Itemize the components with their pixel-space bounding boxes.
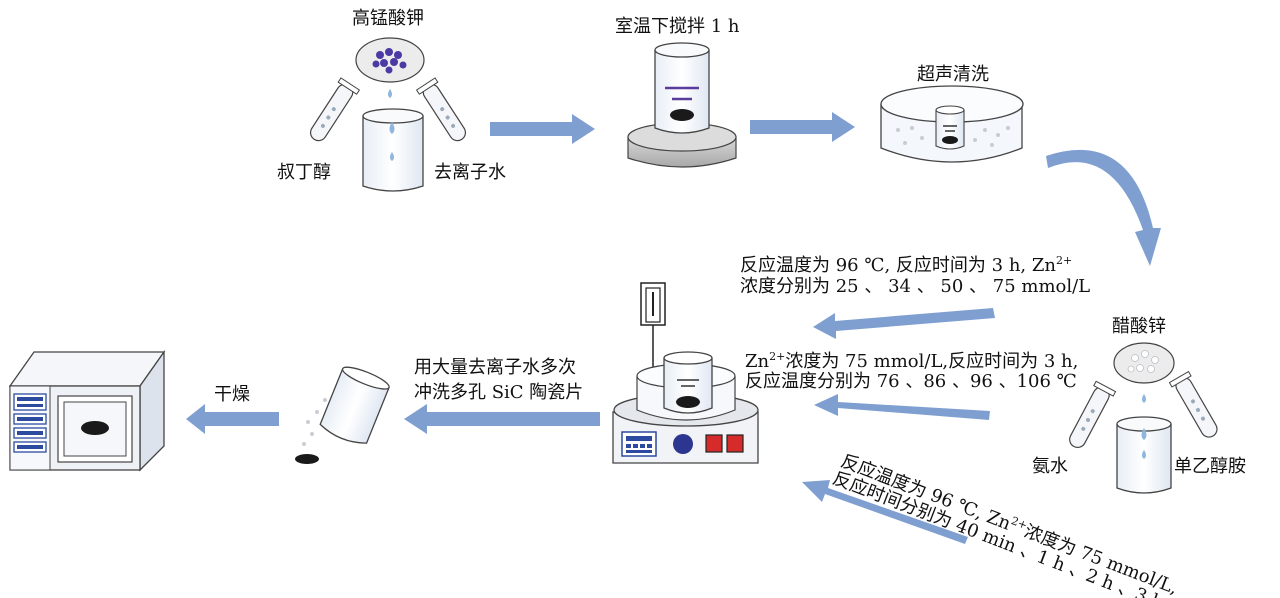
arrow-to-ultrasonic xyxy=(750,112,855,142)
thermometer xyxy=(640,282,666,408)
condition-b-line2: 反应温度分别为 76 、86 、96 、106 ℃ xyxy=(745,371,1077,392)
zn-beaker xyxy=(1116,416,1172,494)
label-ammonia: 氨水 xyxy=(1032,456,1068,477)
label-dry: 干燥 xyxy=(214,384,250,405)
stir-bar xyxy=(670,109,694,121)
condition-a-line1: 反应温度为 96 ℃, 反应时间为 3 h, Zn2+ xyxy=(740,248,1072,278)
arrow-to-washing xyxy=(404,404,600,434)
mixing-beaker xyxy=(362,108,424,192)
arrow-condition-c xyxy=(802,480,968,544)
reactor-knob xyxy=(673,434,693,454)
arrow-condition-b xyxy=(814,394,990,420)
zn-acetate-dish xyxy=(1113,342,1175,384)
mixing-setup xyxy=(309,37,467,192)
zn-acetate-setup xyxy=(1069,342,1218,494)
label-wash-1: 用大量去离子水多次 xyxy=(414,357,576,378)
drying-oven xyxy=(8,349,166,472)
water-test-tube xyxy=(415,77,467,142)
arrow-to-oven xyxy=(186,404,279,434)
label-wash-2: 冲洗多孔 SiC 陶瓷片 xyxy=(414,382,584,403)
label-mea: 单乙醇胺 xyxy=(1174,456,1246,477)
ammonia-test-tube xyxy=(1069,380,1117,449)
ultrasonic-bath xyxy=(880,85,1024,163)
mea-test-tube xyxy=(1168,370,1218,438)
arrow-condition-a xyxy=(813,308,995,339)
curved-arrow-to-zn-solution xyxy=(1046,149,1161,266)
kmno4-particles xyxy=(372,48,407,74)
label-tba: 叔丁醇 xyxy=(277,162,331,183)
reactor-button-1 xyxy=(705,434,723,453)
label-kmno4: 高锰酸钾 xyxy=(352,8,424,29)
condition-a-sup: 2+ xyxy=(1055,254,1073,267)
tba-test-tube xyxy=(309,77,361,142)
reactor-setup xyxy=(612,282,759,464)
label-zn-acetate: 醋酸锌 xyxy=(1112,316,1166,337)
condition-a-text1: 反应温度为 96 ℃, 反应时间为 3 h, Zn xyxy=(740,255,1056,276)
reactor-button-2 xyxy=(726,434,744,453)
label-ultrasonic: 超声清洗 xyxy=(917,64,989,85)
condition-b-text1: 浓度为 75 mmol/L,反应时间为 3 h, xyxy=(785,351,1079,372)
sic-wafer xyxy=(295,454,319,464)
label-water: 去离子水 xyxy=(434,162,506,183)
condition-b-sup: 2+ xyxy=(769,350,786,363)
condition-b-zn: Zn xyxy=(745,351,770,372)
stirring-setup xyxy=(627,42,737,168)
arrow-to-stirring xyxy=(490,114,595,144)
condition-b-line1: Zn2+浓度为 75 mmol/L,反应时间为 3 h, xyxy=(745,344,1078,374)
condition-a-line2: 浓度分别为 25 、 34 、 50 、 75 mmol/L xyxy=(740,276,1091,297)
label-stir: 室温下搅拌 1 h xyxy=(615,16,740,37)
washing-setup xyxy=(295,366,390,464)
kmno4-dish xyxy=(355,37,425,83)
